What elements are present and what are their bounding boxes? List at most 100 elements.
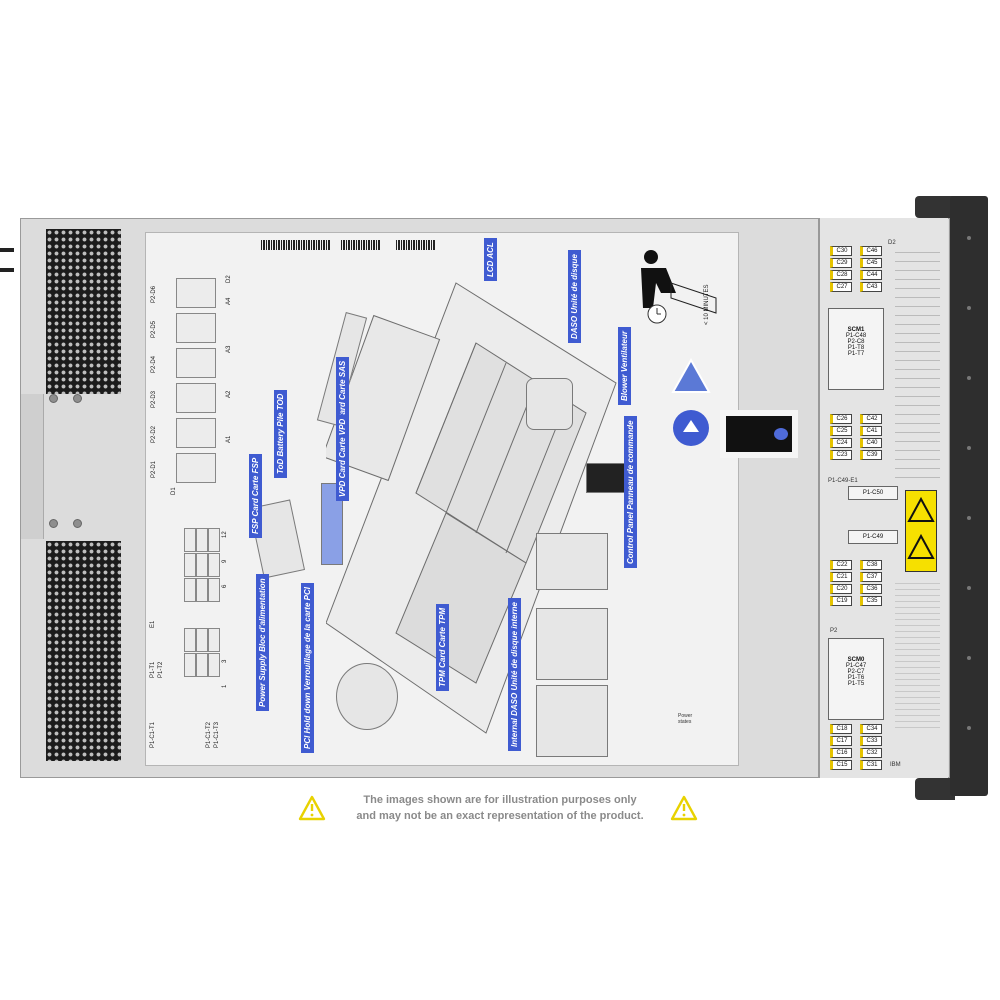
fan-label: A1 [226, 435, 232, 443]
tag-fsp: FSP Card Carte FSP [249, 453, 262, 538]
scm1-socket: SCM1 P1-C48 P2-C8 P1-T8 P1-T7 [828, 308, 884, 390]
rear-handle[interactable] [0, 248, 14, 272]
scm0-top: P1-T6 [847, 675, 865, 681]
scm1-right: P2-C8 [847, 339, 865, 345]
vpd-card-part [321, 483, 343, 565]
scm1-sub: P1-C48 [845, 333, 867, 339]
pcie-slot [208, 553, 220, 577]
tag-tod: ToD Battery Pile TOD [274, 389, 287, 478]
fan-slot [176, 453, 216, 483]
internal-daso-step1 [536, 533, 608, 590]
bezel-screw-icon [967, 586, 971, 590]
dimm-slot: C46 [860, 246, 882, 256]
pcie-slot [196, 578, 208, 602]
dimm-slot: C38 [860, 560, 882, 570]
dimm-slot: C17 [830, 736, 852, 746]
pcie-slot [184, 528, 196, 552]
caution-icon [670, 795, 698, 821]
dimm-slot: C45 [860, 258, 882, 268]
fan-slot [176, 383, 216, 413]
dimm-slot: C43 [860, 282, 882, 292]
tag-lcd: LCD ACL [484, 238, 497, 281]
brand-label: IBM [890, 762, 901, 768]
slot-id: E1 [150, 620, 156, 628]
caution-icon [298, 795, 326, 821]
disclaimer-line-1: The images shown are for illustration pu… [363, 794, 637, 806]
dimm-slot: C26 [830, 414, 852, 424]
bezel-screw-icon [967, 376, 971, 380]
power-notes: Power states [678, 713, 693, 725]
fan-label: A2 [226, 390, 232, 398]
scm0-left: P1-T5 [847, 681, 865, 687]
slot-id: P1-C1-T2 [206, 721, 212, 748]
scm1-top: P1-T8 [847, 345, 865, 351]
cover-latch[interactable] [720, 410, 798, 458]
bezel-screw-icon [967, 236, 971, 240]
dimm-slot: C44 [860, 270, 882, 280]
rear-vent-top [46, 229, 121, 394]
tag-power: Power Supply Bloc d'alimentation [256, 574, 269, 711]
slot-label: P2-D2 [151, 425, 157, 443]
screw-icon [49, 394, 58, 403]
esd-icon [673, 410, 709, 446]
screw-icon [73, 394, 82, 403]
tag-pci-hold: PCI Hold down Verrouillage de la carte P… [301, 583, 314, 753]
dimm-slot: C28 [830, 270, 852, 280]
fan-label: D1 [171, 487, 177, 495]
dimm-slot: C33 [860, 736, 882, 746]
scm0-sub: P1-C47 [845, 663, 867, 669]
dimm-slot: C42 [860, 414, 882, 424]
slot-id: P1-C1-T1 [150, 721, 156, 748]
memory-plug-table [895, 248, 940, 478]
technician-icon [641, 250, 717, 314]
pcie-slot [208, 653, 220, 677]
pcie-slot [184, 553, 196, 577]
slot-label: P2-D1 [151, 460, 157, 478]
dimm-slot: C24 [830, 438, 852, 448]
internal-daso-step2 [536, 608, 608, 680]
dimm-slot: C37 [860, 572, 882, 582]
electrical-warning-label [905, 490, 937, 572]
pcie-slot [184, 653, 196, 677]
tag-internal-daso: Internal DASO Unité de disque interne [508, 598, 521, 751]
fan-slot [176, 348, 216, 378]
dimm-slot: C23 [830, 450, 852, 460]
dimm-slot: C30 [830, 246, 852, 256]
pcie-slot [196, 553, 208, 577]
slot-id: P1-T1 [150, 661, 156, 678]
dimm-slot: C27 [830, 282, 852, 292]
slot-number: 6 [222, 584, 228, 588]
pcie-slot [184, 628, 196, 652]
hot-surface-warning-icon [671, 358, 711, 393]
slot-id: P1-T2 [158, 661, 164, 678]
fan-slot [176, 418, 216, 448]
dimm-slot: C19 [830, 596, 852, 606]
screw-icon [49, 519, 58, 528]
dimm-slot: C22 [830, 560, 852, 570]
tag-daso: DASO Unité de disque [568, 250, 581, 343]
dimm-slot: C40 [860, 438, 882, 448]
pci-hold-detail [336, 663, 398, 730]
latch-release-icon[interactable] [774, 428, 788, 440]
pcie-slot [208, 578, 220, 602]
tag-tpm: TPM Card Carte TPM [436, 603, 449, 691]
scm1-title: SCM1 [847, 327, 865, 333]
dimm-slot: C16 [830, 748, 852, 758]
bezel-screw-icon [967, 656, 971, 660]
pcie-slot [208, 528, 220, 552]
pcie-slot [196, 528, 208, 552]
barcode [341, 240, 381, 250]
rear-vent-bottom [46, 541, 121, 761]
fan-label: D2 [226, 275, 232, 283]
chassis-rear-edge [21, 394, 44, 539]
slot-label: P2-D4 [151, 355, 157, 373]
scm0-right: P2-C7 [847, 669, 865, 675]
screw-icon [73, 519, 82, 528]
pcie-slot [184, 578, 196, 602]
slot-number: 12 [222, 531, 228, 538]
bezel-bottom-lip [915, 778, 955, 800]
fan-label: A4 [226, 297, 232, 305]
barcode [261, 240, 331, 250]
dimm-slot: C31 [860, 760, 882, 770]
scm0-socket: SCM0 P1-C47 P2-C7 P1-T6 P1-T5 [828, 638, 884, 720]
